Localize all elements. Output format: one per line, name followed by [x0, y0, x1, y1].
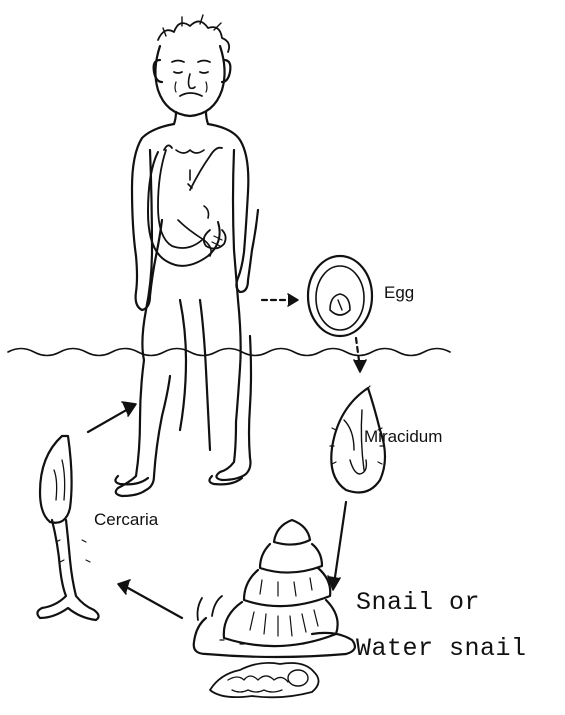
arrow-miracidium-to-snail [328, 502, 346, 590]
egg-label: Egg [384, 283, 414, 303]
snail-drawing [194, 520, 355, 657]
human-host-figure [115, 15, 258, 496]
arrow-human-to-egg [262, 294, 298, 306]
cercaria-label: Cercaria [94, 510, 158, 530]
egg-drawing [308, 256, 372, 336]
cercaria-drawing [37, 436, 98, 620]
snail-label-line2: Water snail [356, 634, 527, 663]
snail-tissue-drawing [210, 663, 319, 697]
arrow-cercaria-to-human [88, 402, 136, 432]
miracidium-label: Miracidum [364, 427, 442, 447]
water-surface-line [8, 349, 450, 356]
arrow-snail-to-cercaria [118, 580, 182, 618]
snail-label-line1: Snail or [356, 588, 480, 617]
